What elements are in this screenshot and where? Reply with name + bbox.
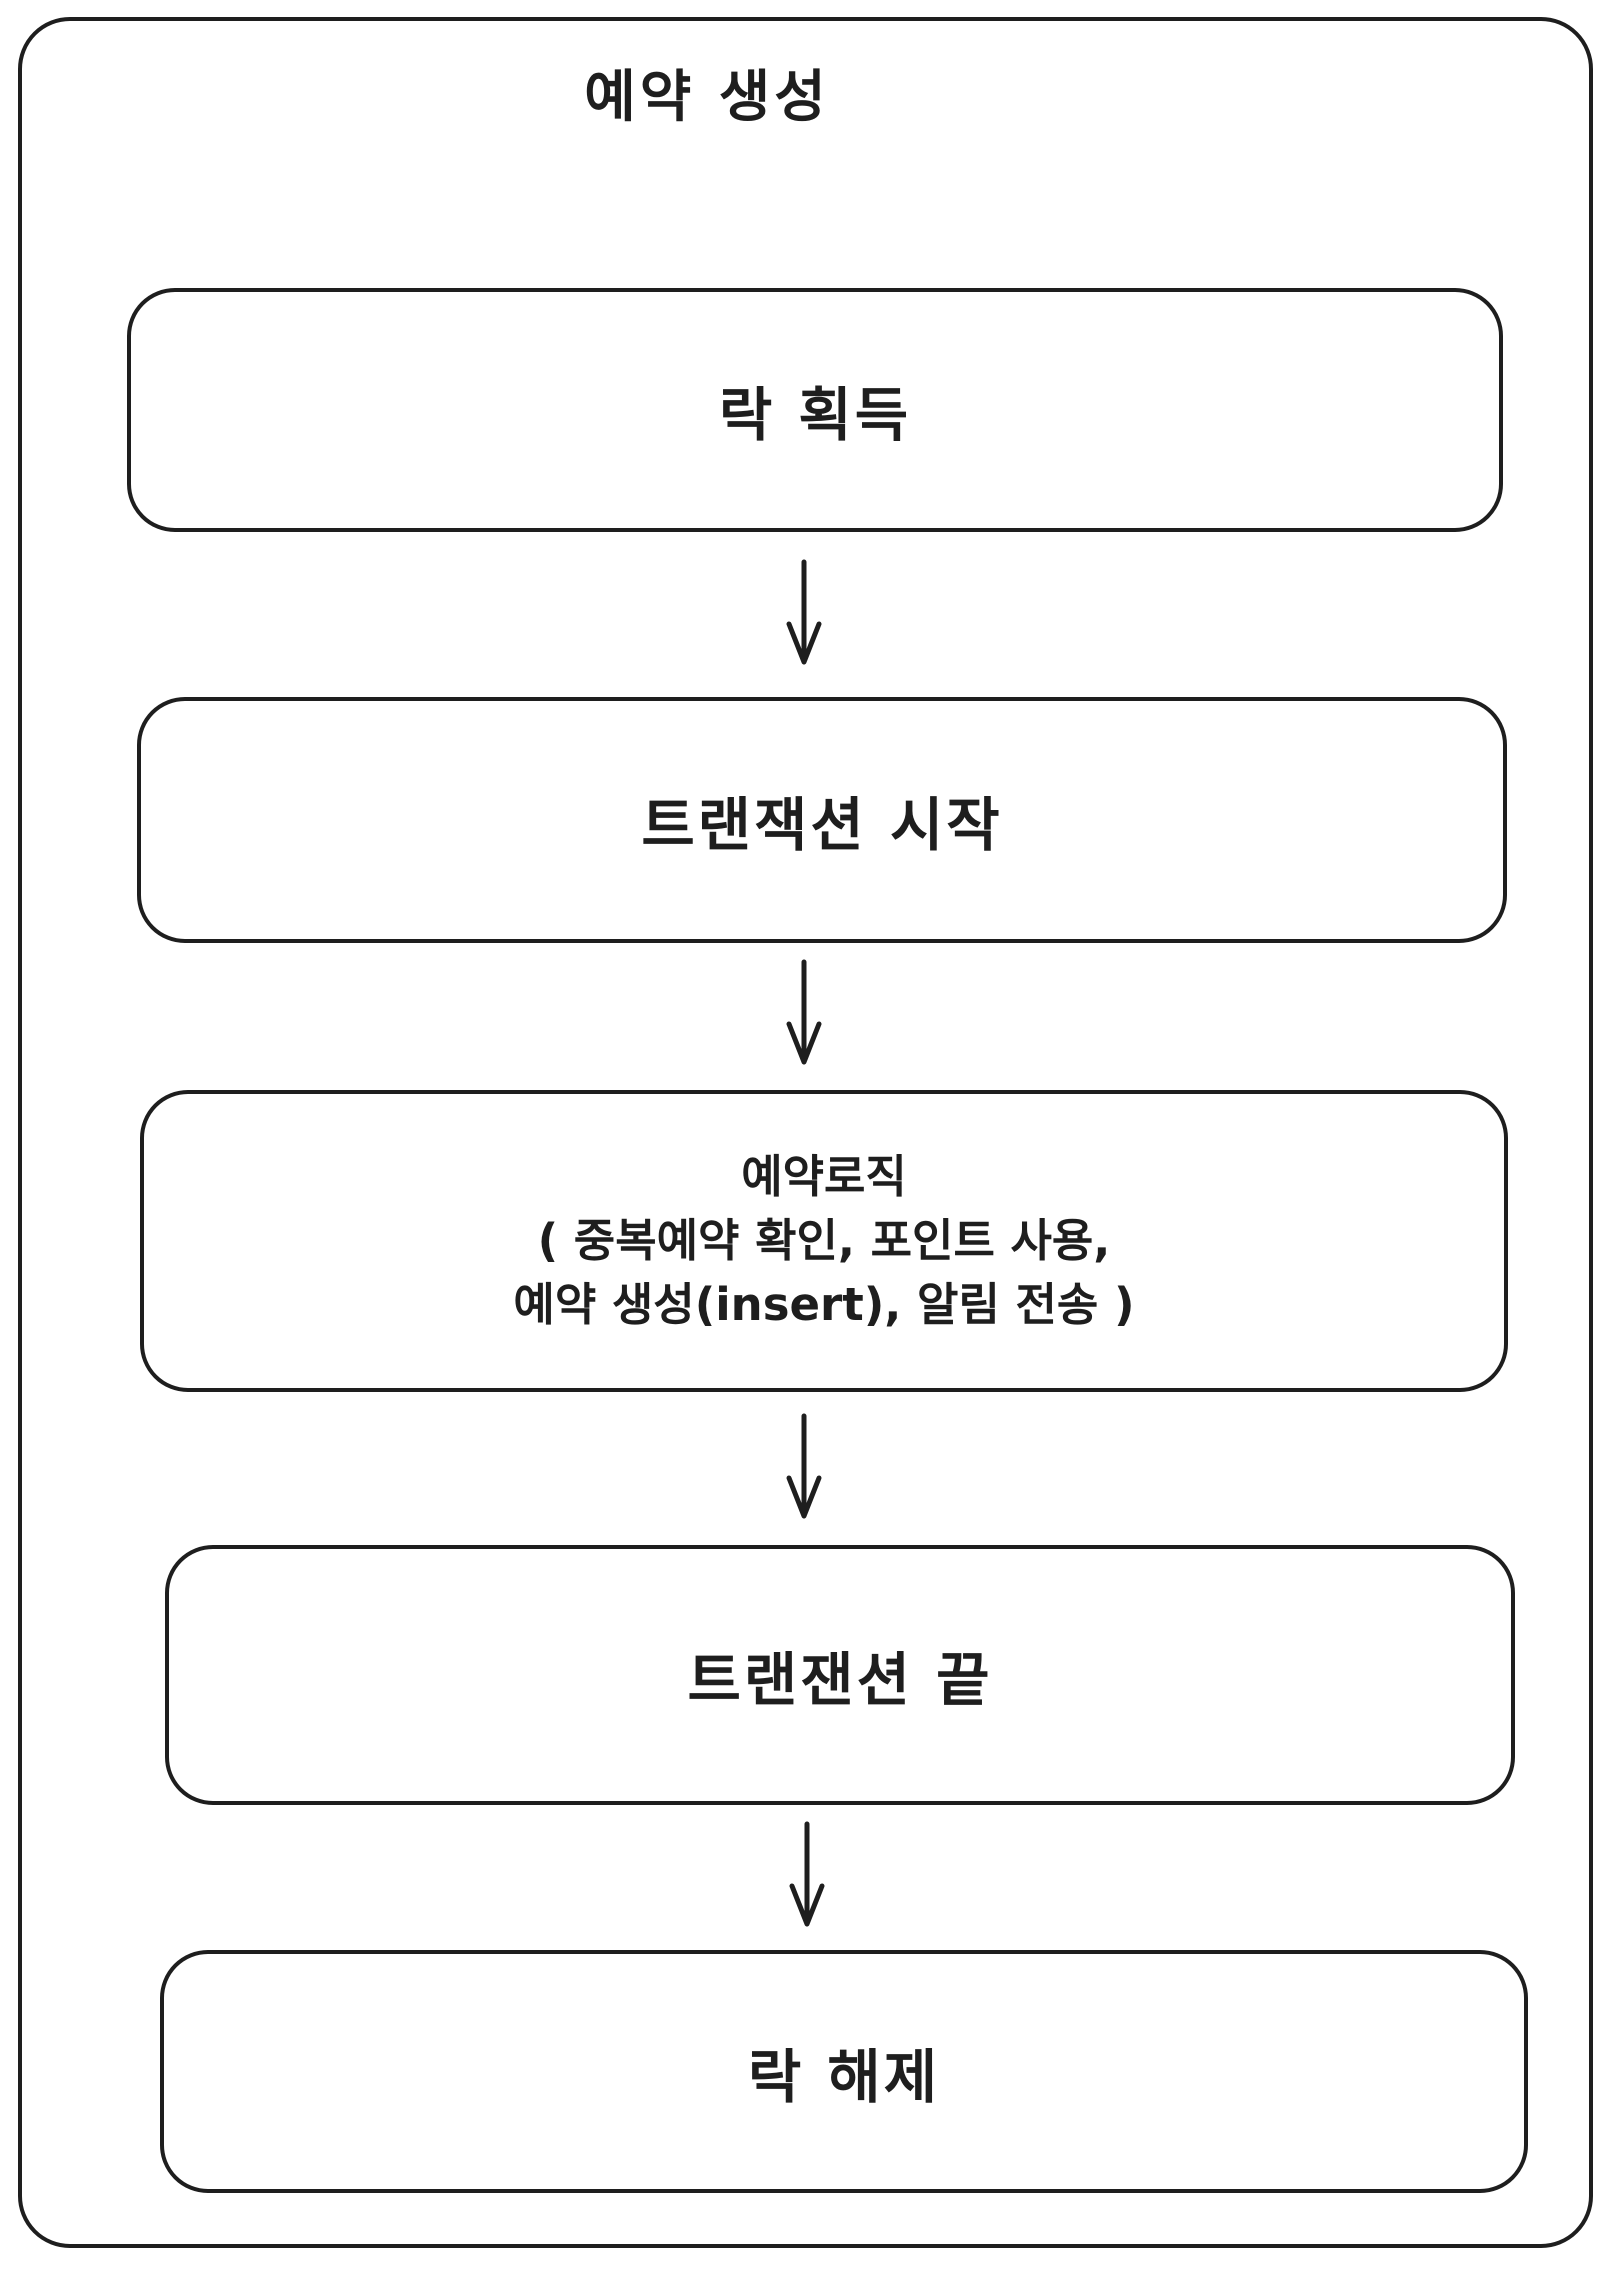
diagram-title: 예약 생성 <box>584 65 830 130</box>
node-acquire-lock: 락 획득 <box>127 288 1503 532</box>
node-release-lock: 락 해제 <box>160 1950 1528 2193</box>
down-arrow-icon <box>786 1413 822 1519</box>
down-arrow-icon <box>786 559 822 665</box>
node-transaction-end: 트랜잰션 끝 <box>165 1545 1515 1805</box>
node-transaction-end-label: 트랜잰션 끝 <box>687 1646 993 1714</box>
node-release-lock-label: 락 해제 <box>747 2042 941 2111</box>
node-transaction-start-label: 트랜잭션 시작 <box>641 791 1003 859</box>
node-transaction-start: 트랜잭션 시작 <box>137 697 1507 943</box>
down-arrow-icon <box>789 1821 825 1927</box>
node-reservation-logic-line-2: ( 중복예약 확인, 포인트 사용, <box>537 1214 1111 1268</box>
node-reservation-logic-line-1: 예약로직 <box>741 1150 907 1204</box>
node-reservation-logic: 예약로직 ( 중복예약 확인, 포인트 사용, 예약 생성(insert), 알… <box>140 1090 1508 1392</box>
node-acquire-lock-label: 락 획득 <box>718 381 912 449</box>
down-arrow-icon <box>786 959 822 1065</box>
node-reservation-logic-line-3: 예약 생성(insert), 알림 전송 ) <box>513 1277 1135 1331</box>
